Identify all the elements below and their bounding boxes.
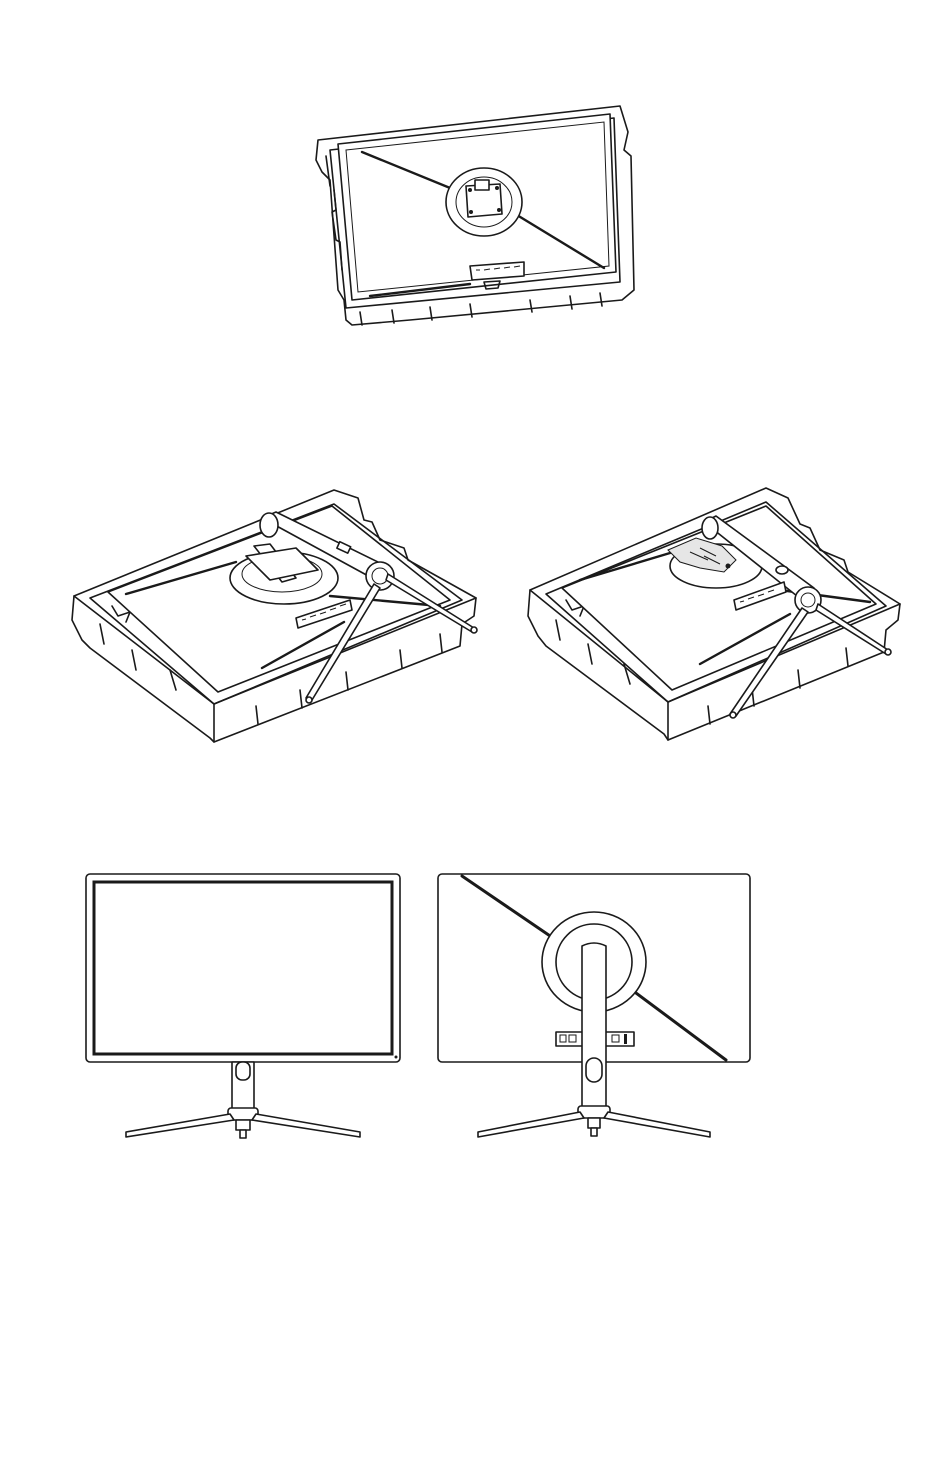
stand-neck (578, 943, 610, 1118)
